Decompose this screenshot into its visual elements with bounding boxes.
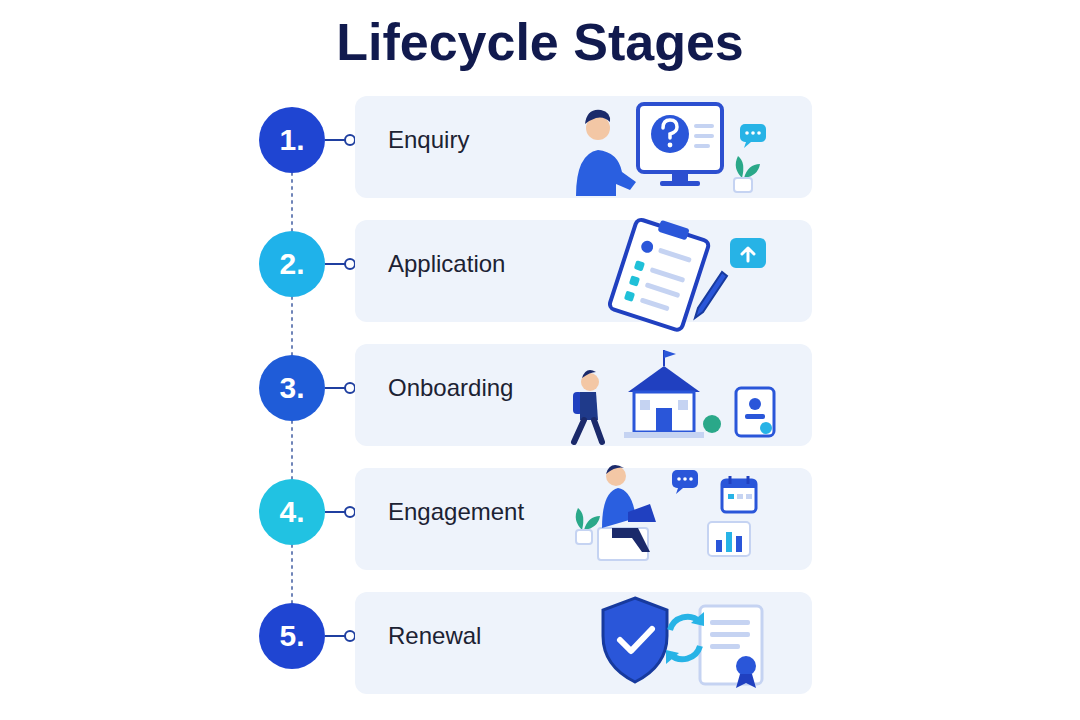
dotted-timeline-connector — [292, 173, 293, 231]
renewal-illustration — [603, 598, 762, 688]
connector-line — [291, 173, 293, 231]
step-number-circle: 3. — [259, 355, 325, 421]
stage-panel: Renewal — [355, 592, 812, 694]
connector-end-dot — [345, 631, 355, 641]
connector-line — [325, 511, 355, 513]
diagram-title: Lifecycle Stages — [0, 12, 1080, 72]
stage-panel: Enquiry — [355, 96, 812, 198]
step-connector — [325, 507, 355, 517]
stage-label: Renewal — [388, 622, 481, 650]
connector-line — [325, 139, 355, 141]
stage-label: Onboarding — [388, 374, 513, 402]
connector-end-dot — [345, 507, 355, 517]
step-number: 2. — [279, 247, 304, 281]
step-number: 5. — [279, 619, 304, 653]
connector-line — [325, 263, 355, 265]
application-illustration — [608, 213, 766, 332]
connector-end-dot — [345, 259, 355, 269]
connector-end-dot — [345, 383, 355, 393]
step-number-circle: 2. — [259, 231, 325, 297]
stage-label: Enquiry — [388, 126, 469, 154]
step-number: 4. — [279, 495, 304, 529]
step-connector — [325, 259, 355, 269]
connector-line — [291, 545, 293, 603]
enquiry-illustration — [576, 104, 766, 196]
engagement-illustration — [576, 465, 756, 560]
connector-line — [291, 297, 293, 355]
onboarding-illustration — [573, 350, 774, 442]
stage-label: Application — [388, 250, 505, 278]
step-number-circle: 1. — [259, 107, 325, 173]
connector-end-dot — [345, 135, 355, 145]
step-number: 1. — [279, 123, 304, 157]
dotted-timeline-connector — [292, 545, 293, 603]
step-number-circle: 4. — [259, 479, 325, 545]
dotted-timeline-connector — [292, 297, 293, 355]
step-connector — [325, 631, 355, 641]
step-number-circle: 5. — [259, 603, 325, 669]
connector-line — [325, 387, 355, 389]
dotted-timeline-connector — [292, 421, 293, 479]
connector-line — [325, 635, 355, 637]
stage-panel: Application — [355, 220, 812, 322]
step-connector — [325, 383, 355, 393]
connector-line — [291, 421, 293, 479]
stage-panel: Engagement — [355, 468, 812, 570]
stage-label: Engagement — [388, 498, 524, 526]
step-number: 3. — [279, 371, 304, 405]
stage-panel: Onboarding — [355, 344, 812, 446]
step-connector — [325, 135, 355, 145]
